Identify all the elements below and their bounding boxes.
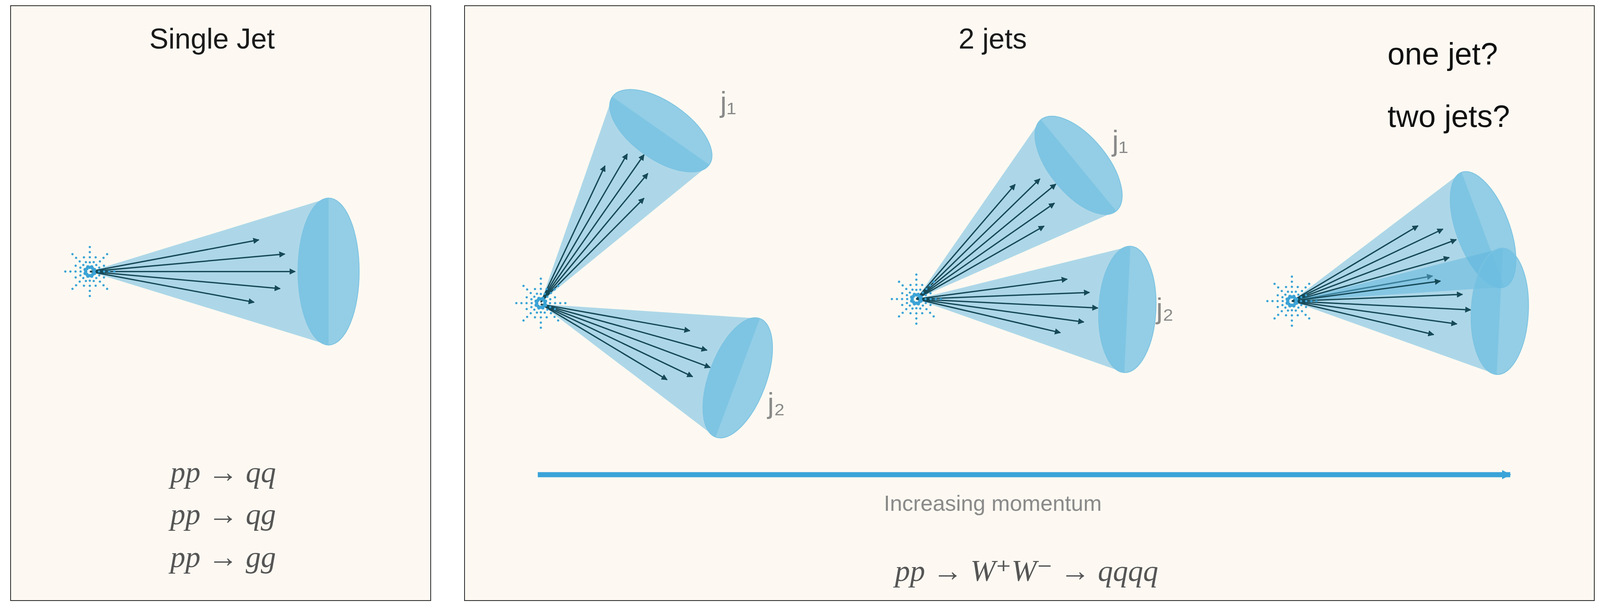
jet-label: j₁ <box>1112 124 1129 158</box>
collision-star <box>890 273 943 325</box>
panel-ground <box>10 5 431 602</box>
jet-cone <box>89 197 360 345</box>
process-formula: pp → W⁺W⁻ → qqqq <box>894 553 1158 589</box>
jet-cone <box>916 244 1160 374</box>
jet-cone <box>1292 246 1532 377</box>
panel-box: Single Jet pp → qq pp → qg pp → gg <box>10 5 432 601</box>
jet-cone <box>540 73 726 303</box>
collision-star <box>64 245 116 298</box>
collision-star <box>515 277 567 329</box>
jet-cone <box>540 304 787 448</box>
jet-label: j₂ <box>767 386 786 420</box>
axis-label: Increasing momentum <box>883 490 1102 516</box>
process-formula: pp → qq <box>170 454 277 490</box>
process-formula: pp → qg <box>170 496 277 532</box>
jet-label: j₂ <box>1156 292 1174 326</box>
question-label: one jet? <box>1387 35 1498 72</box>
momentum-arrow <box>537 471 1511 478</box>
panel-ground <box>464 5 1595 602</box>
collision-star <box>1266 275 1318 327</box>
panel-heading: 2 jets <box>958 22 1027 56</box>
question-label: two jets? <box>1387 98 1510 134</box>
panel-box: 2 jets one jet? two jets? Increasing moment… <box>464 5 1595 601</box>
process-formula: pp → gg <box>170 539 277 575</box>
panel-heading: Single Jet <box>149 22 275 56</box>
jet-label: j₁ <box>720 85 737 119</box>
